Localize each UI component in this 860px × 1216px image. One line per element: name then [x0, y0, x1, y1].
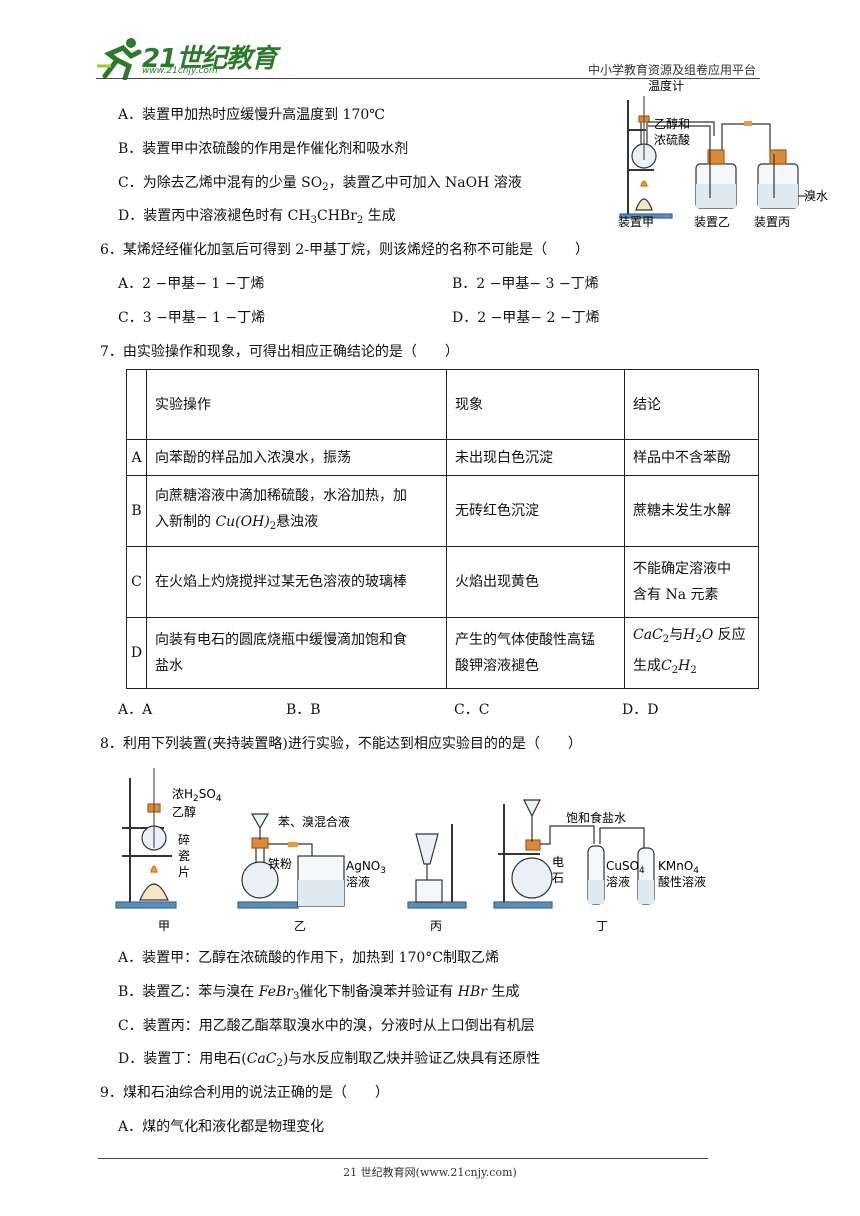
label-benzene-bromine: 苯、溴混合液 — [278, 814, 350, 829]
q5-option-a: A．装置甲加热时应缓慢升高温度到 170℃ — [118, 107, 385, 123]
q6-stem: 6．某烯烃经催化加氢后可得到 2-甲基丁烷，则该烯烃的名称不可能是（ ） — [100, 242, 589, 258]
row-label: B — [126, 475, 147, 547]
label-reagent-2: 浓硫酸 — [654, 132, 690, 147]
q8-stem: 8．利用下列装置(夹持装置略)进行实验，不能达到相应实验目的的是（ ） — [100, 736, 582, 752]
label-yi: 乙 — [294, 919, 306, 933]
cell-conclusion: CaC2与H2O 反应生成C2H2 — [624, 617, 759, 689]
row-label: C — [126, 546, 147, 618]
label-kmno4-solution: 酸性溶液 — [658, 874, 706, 889]
q7-stem: 7．由实验操作和现象，可得出相应正确结论的是（ ） — [100, 344, 459, 360]
q5-option-c: C．为除去乙烯中混有的少量 SO2，装置乙中可加入 NaOH 溶液 — [118, 175, 522, 193]
row-label: D — [126, 617, 147, 689]
q7-table: 实验操作 现象 结论 A 向苯酚的样品加入浓溴水，振荡 未出现白色沉淀 样品中不… — [126, 369, 759, 689]
q5-apparatus-figure: 温度计 乙醇和 浓硫酸 溴水 装置甲 装置乙 装置丙 — [618, 78, 828, 229]
label-ci3: 片 — [178, 865, 190, 879]
table-header-row: 实验操作 现象 结论 — [126, 369, 759, 440]
label-jia: 甲 — [158, 919, 170, 933]
q5-option-b: B．装置甲中浓硫酸的作用是作催化剂和吸水剂 — [118, 141, 409, 157]
footer-divider — [98, 1158, 708, 1159]
cell-conclusion: 样品中不含苯酚 — [624, 439, 759, 476]
logo-text: 21世纪教育 — [142, 44, 277, 74]
label-ci: 碎 — [178, 832, 190, 847]
cell-operation: 向苯酚的样品加入浓溴水，振荡 — [146, 439, 447, 476]
cell-phenomenon: 未出现白色沉淀 — [446, 439, 625, 476]
cell-phenomenon: 产生的气体使酸性高锰酸钾溶液褪色 — [446, 617, 625, 689]
label-device-yi: 装置乙 — [694, 215, 730, 229]
table-header-conclusion: 结论 — [624, 369, 759, 440]
table-header-phenomenon: 现象 — [446, 369, 625, 440]
table-row: B 向蔗糖溶液中滴加稀硫酸，水浴加热，加入新制的 Cu(OH)2悬浊液 无砖红色… — [126, 475, 759, 547]
label-iron-powder: 铁粉 — [268, 857, 292, 871]
label-ding: 丁 — [596, 919, 608, 933]
q6-option-c: C．3 −甲基− 1 −丁烯 — [118, 310, 266, 326]
label-dian: 电 — [552, 855, 564, 869]
table-header-operation: 实验操作 — [146, 369, 447, 440]
label-brine: 饱和食盐水 — [566, 810, 626, 825]
q7-option-b: B．B — [286, 702, 321, 718]
cell-operation: 在火焰上灼烧搅拌过某无色溶液的玻璃棒 — [146, 546, 447, 618]
q7-option-c: C．C — [454, 702, 490, 718]
logo — [95, 36, 265, 82]
row-label: A — [126, 439, 147, 476]
q8-option-a: A．装置甲：乙醇在浓硫酸的作用下，加热到 170°C制取乙烯 — [118, 950, 499, 966]
cell-conclusion: 不能确定溶液中含有 Na 元素 — [624, 546, 759, 618]
q8-option-b: B．装置乙：苯与溴在 FeBr3催化下制备溴苯并验证有 HBr 生成 — [118, 984, 520, 1002]
cell-operation: 向装有电石的圆底烧瓶中缓慢滴加饱和食盐水 — [146, 617, 447, 689]
header-divider — [96, 78, 760, 79]
label-shi: 石 — [552, 871, 564, 885]
q6-option-d: D．2 −甲基− 2 −丁烯 — [452, 310, 600, 326]
q6-option-a: A．2 −甲基− 1 −丁烯 — [118, 276, 265, 292]
label-device-jia: 装置甲 — [618, 215, 654, 229]
table-row: C 在火焰上灼烧搅拌过某无色溶液的玻璃棒 火焰出现黄色 不能确定溶液中含有 Na… — [126, 546, 759, 618]
table-row: A 向苯酚的样品加入浓溴水，振荡 未出现白色沉淀 样品中不含苯酚 — [126, 439, 759, 476]
cell-phenomenon: 无砖红色沉淀 — [446, 475, 625, 547]
footer-text: 21 世纪教育网(www.21cnjy.com) — [343, 1166, 517, 1179]
table-row: D 向装有电石的圆底烧瓶中缓慢滴加饱和食盐水 产生的气体使酸性高锰酸钾溶液褪色 … — [126, 617, 759, 689]
runner-logo-icon — [97, 38, 142, 81]
label-conc-h2so4: 浓H2SO4 — [172, 787, 222, 804]
q8-option-d: D．装置丁：用电石(CaC2)与水反应制取乙炔并验证乙炔具有还原性 — [118, 1051, 541, 1069]
label-bing: 丙 — [430, 919, 442, 933]
q8-apparatus-figure: 浓H2SO4 乙醇 碎 瓷 片 苯、溴混合液 铁粉 AgNO3 溶液 饱和食盐水… — [115, 768, 706, 933]
label-kmno4: KMnO4 — [658, 859, 699, 876]
cell-phenomenon: 火焰出现黄色 — [446, 546, 625, 618]
logo-url: www.21cnjy.com — [142, 66, 218, 76]
label-thermometer: 温度计 — [648, 78, 684, 93]
q7-option-d: D．D — [622, 702, 659, 718]
q6-option-b: B．2 −甲基− 3 −丁烯 — [452, 276, 599, 292]
label-ethanol: 乙醇 — [172, 804, 196, 819]
cell-conclusion: 蔗糖未发生水解 — [624, 475, 759, 547]
label-agno3-solution: 溶液 — [346, 874, 370, 889]
platform-name: 中小学教育资源及组卷应用平台 — [587, 63, 756, 77]
label-bromine-water: 溴水 — [804, 189, 828, 203]
q9-option-a: A．煤的气化和液化都是物理变化 — [118, 1119, 325, 1135]
q7-option-a: A．A — [118, 702, 153, 718]
label-cuso4: CuSO4 — [606, 859, 645, 876]
cell-operation: 向蔗糖溶液中滴加稀硫酸，水浴加热，加入新制的 Cu(OH)2悬浊液 — [146, 475, 447, 547]
table-cell — [126, 369, 147, 440]
label-device-bing: 装置丙 — [754, 215, 790, 229]
q5-option-d: D．装置丙中溶液褪色时有 CH3CHBr2 生成 — [118, 208, 396, 226]
q9-stem: 9．煤和石油综合利用的说法正确的是（ ） — [100, 1085, 389, 1101]
label-reagent-1: 乙醇和 — [654, 116, 690, 131]
label-agno3: AgNO3 — [346, 859, 386, 876]
label-ci2: 瓷 — [178, 849, 190, 863]
q8-option-c: C．装置丙：用乙酸乙酯萃取溴水中的溴，分液时从上口倒出有机层 — [118, 1018, 535, 1034]
label-cuso4-solution: 溶液 — [606, 874, 630, 889]
